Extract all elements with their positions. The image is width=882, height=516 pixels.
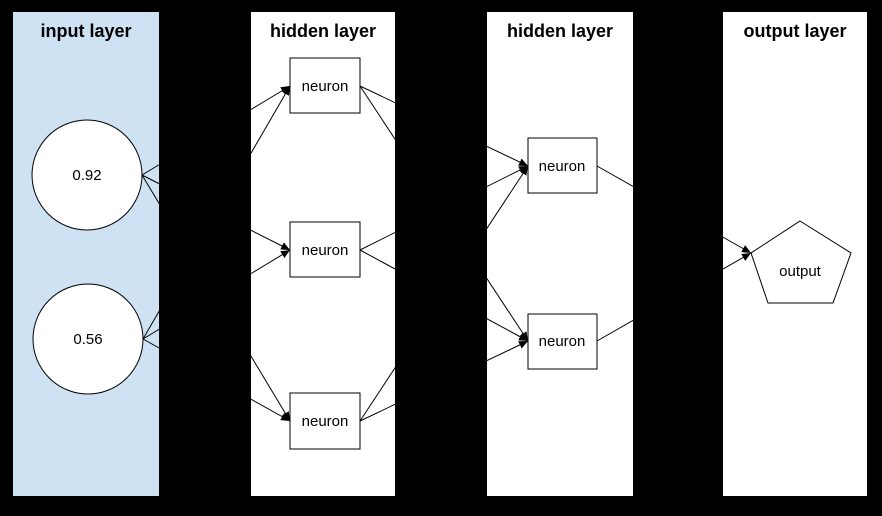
hidden-layer-2-panel xyxy=(487,12,633,496)
hidden1-neuron-1-label: neuron xyxy=(302,78,349,95)
panel-gaps xyxy=(159,0,723,516)
hidden1-neuron-1 xyxy=(289,57,361,114)
hidden2-neuron-2 xyxy=(527,313,598,370)
input-node-2 xyxy=(32,283,144,395)
hidden1-neuron-3 xyxy=(289,392,361,450)
input-node-1-label: 0.92 xyxy=(72,167,101,184)
output-node-label: output xyxy=(779,263,822,280)
input-layer-title: input layer xyxy=(40,21,131,41)
hidden1-neuron-2 xyxy=(289,221,361,278)
output-layer-title: output layer xyxy=(743,21,846,41)
panel-gap xyxy=(395,0,487,516)
input-node-2-label: 0.56 xyxy=(73,331,102,348)
hidden2-neuron-2-label: neuron xyxy=(539,333,586,350)
hidden-layer-1-title: hidden layer xyxy=(270,21,376,41)
hidden2-neuron-1 xyxy=(527,137,598,194)
hidden2-neuron-1-label: neuron xyxy=(539,158,586,175)
output-node xyxy=(750,220,852,304)
panel-gap xyxy=(159,0,251,516)
nodes xyxy=(31,57,852,450)
hidden-layer-2-title: hidden layer xyxy=(507,21,613,41)
hidden1-neuron-3-label: neuron xyxy=(302,413,349,430)
input-layer-panel xyxy=(13,12,159,496)
input-node-1 xyxy=(31,119,143,231)
panel-gap xyxy=(633,0,723,516)
hidden1-neuron-2-label: neuron xyxy=(302,242,349,259)
